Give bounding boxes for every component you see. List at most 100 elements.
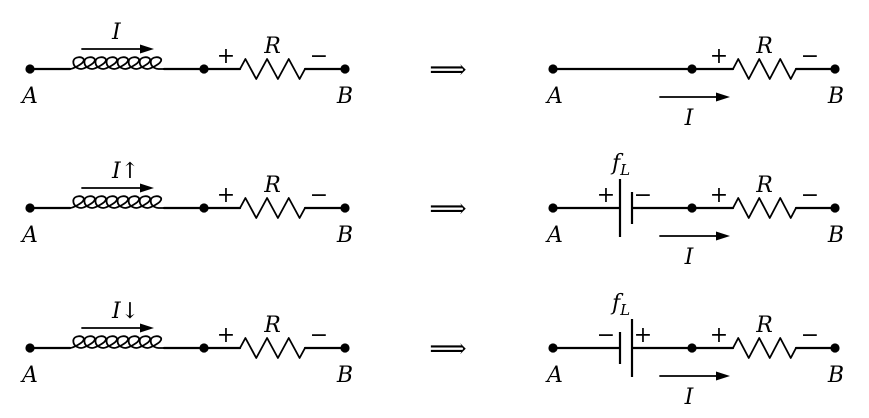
current-label: I <box>684 385 695 410</box>
arrow-head <box>716 371 730 381</box>
right-circuit: R+− A B I <box>545 34 844 131</box>
implies-arrow: ⟹ <box>429 194 466 224</box>
resistor-plus-sign: + <box>710 323 728 348</box>
node-b-label: B <box>827 363 844 388</box>
implies-arrow: ⟹ <box>429 55 466 85</box>
node-a-dot <box>548 203 558 213</box>
left-circuit: R + − A B I <box>20 20 353 109</box>
battery-left-sign: + <box>597 183 615 208</box>
inductor-coil <box>69 195 165 209</box>
emf-subscript: L <box>619 301 630 319</box>
arrow-head <box>140 323 154 333</box>
battery-right-sign: − <box>634 183 652 208</box>
left-circuit: R + − A B I↓ <box>20 299 353 388</box>
current-arrow <box>659 92 730 102</box>
current-arrow <box>659 371 730 381</box>
resistor: R + − <box>710 173 819 219</box>
current-arrow <box>81 183 154 193</box>
emf-label: fL <box>610 151 630 179</box>
junction-dot <box>199 343 209 353</box>
node-b-label: B <box>336 84 353 109</box>
resistor-zigzag <box>732 337 797 359</box>
arrow-head <box>140 183 154 193</box>
resistor-label: R <box>755 313 773 338</box>
inductor-coil <box>69 56 165 70</box>
resistor-zigzag <box>239 197 306 219</box>
node-a-dot <box>548 64 558 74</box>
resistor-minus-sign: − <box>801 183 819 208</box>
resistor-label: R <box>263 34 281 59</box>
current-label: I <box>111 20 122 45</box>
resistor-label: R <box>755 34 773 59</box>
resistor-plus-sign: + <box>217 183 235 208</box>
inductor-coil <box>69 335 165 349</box>
node-b-dot <box>340 64 350 74</box>
resistor-label: R <box>755 173 773 198</box>
junction-dot <box>199 64 209 74</box>
resistor: R + − <box>217 34 328 80</box>
node-b-dot <box>830 64 840 74</box>
node-a-label: A <box>545 84 563 109</box>
junction-dot <box>687 343 697 353</box>
node-a-dot <box>25 64 35 74</box>
current-label: I <box>684 106 695 131</box>
junction-dot <box>687 203 697 213</box>
resistor-minus-sign: − <box>801 44 819 69</box>
battery: +−fL <box>597 151 652 237</box>
node-b-label: B <box>336 223 353 248</box>
current-arrow <box>81 323 154 333</box>
resistor-zigzag <box>732 197 797 219</box>
node-a-dot <box>548 343 558 353</box>
resistor: R+− <box>217 173 328 219</box>
resistor-minus-sign: − <box>310 183 328 208</box>
resistor: R + − <box>710 313 819 359</box>
resistor-minus-sign: − <box>310 323 328 348</box>
arrow-head <box>140 44 154 54</box>
battery: −+fL <box>597 291 652 377</box>
node-a-label: A <box>20 223 38 248</box>
resistor-minus-sign: − <box>801 323 819 348</box>
junction-dot <box>199 203 209 213</box>
node-a-label: A <box>545 363 563 388</box>
emf-label: fL <box>610 291 630 319</box>
resistor-plus-sign: + <box>217 323 235 348</box>
node-a-label: A <box>20 84 38 109</box>
node-a-dot <box>25 343 35 353</box>
arrow-head <box>716 92 730 102</box>
emf-subscript: L <box>619 161 630 179</box>
junction-dot <box>687 64 697 74</box>
node-a-label: A <box>545 223 563 248</box>
node-a-dot <box>25 203 35 213</box>
resistor-minus-sign: − <box>310 44 328 69</box>
current-label: I <box>684 245 695 270</box>
current-arrow <box>81 44 154 54</box>
node-b-label: B <box>336 363 353 388</box>
arrow-head <box>716 231 730 241</box>
node-b-dot <box>340 343 350 353</box>
resistor-label: R <box>263 313 281 338</box>
current-label: I↓ <box>111 299 139 324</box>
node-a-label: A <box>20 363 38 388</box>
resistor-plus-sign: + <box>217 44 235 69</box>
current-arrow <box>659 231 730 241</box>
node-b-dot <box>830 203 840 213</box>
implies-arrow: ⟹ <box>429 334 466 364</box>
node-b-label: B <box>827 223 844 248</box>
resistor-plus-sign: + <box>710 183 728 208</box>
resistor-zigzag <box>239 337 306 359</box>
node-b-dot <box>340 203 350 213</box>
current-label: I↑ <box>111 159 139 184</box>
resistor-zigzag <box>732 58 797 80</box>
battery-left-sign: − <box>597 323 615 348</box>
resistor: R + − <box>217 313 328 359</box>
resistor: R+− <box>710 34 819 80</box>
node-b-label: B <box>827 84 844 109</box>
battery-right-sign: + <box>634 323 652 348</box>
